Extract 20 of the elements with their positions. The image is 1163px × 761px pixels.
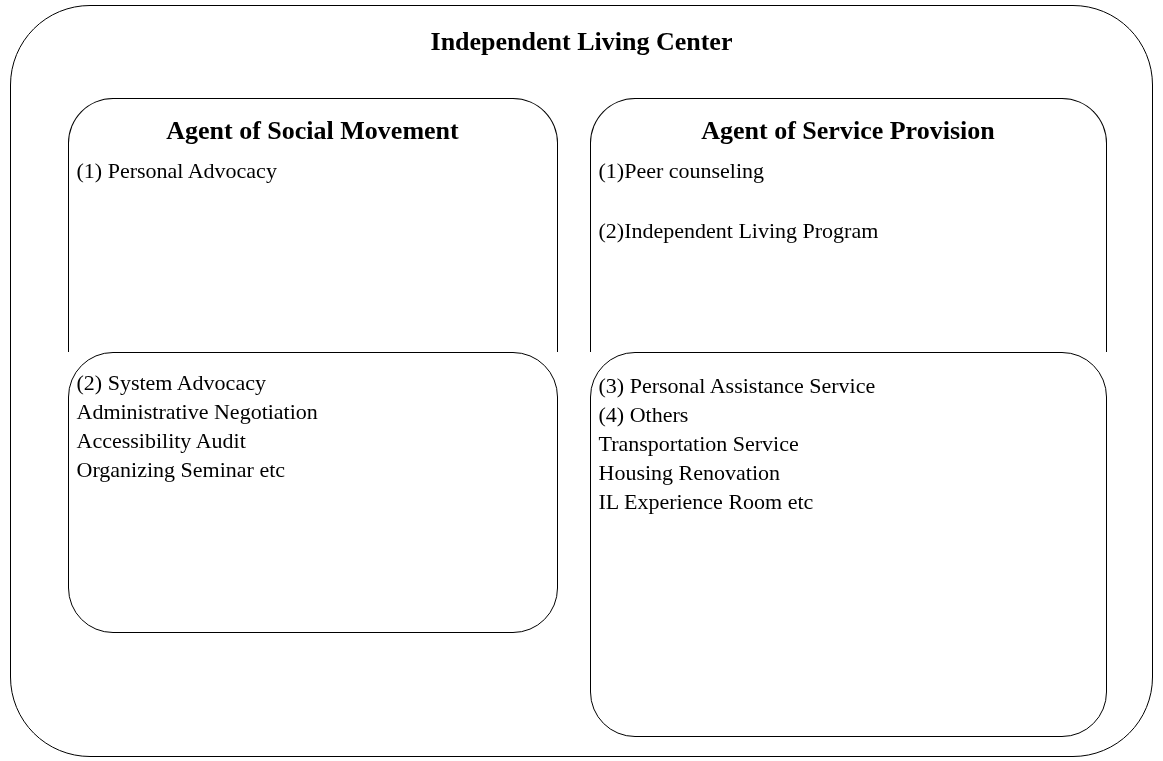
item-text: Accessibility Audit [76, 427, 246, 454]
rounded-box [589, 351, 1107, 737]
item-text: (4) Others [598, 401, 689, 428]
item-text: (1)Peer counseling [598, 157, 765, 184]
rounded-box [67, 97, 558, 352]
item-text: Administrative Negotiation [76, 398, 318, 425]
item-text: (2)Independent Living Program [598, 217, 879, 244]
item-text: Organizing Seminar etc [76, 456, 286, 483]
rounded-box [589, 97, 1107, 352]
container-box [10, 5, 1153, 757]
heading: Independent Living Center [429, 27, 734, 57]
rounded-box [67, 351, 558, 633]
item-text: IL Experience Room etc [598, 488, 814, 515]
item-text: (1) Personal Advocacy [76, 157, 277, 184]
item-text: (3) Personal Assistance Service [598, 372, 876, 399]
item-text: Transportation Service [598, 430, 799, 457]
heading: Agent of Service Provision [700, 115, 996, 146]
heading: Agent of Social Movement [165, 115, 460, 146]
item-text: (2) System Advocacy [76, 369, 266, 396]
item-text: Housing Renovation [598, 459, 780, 486]
